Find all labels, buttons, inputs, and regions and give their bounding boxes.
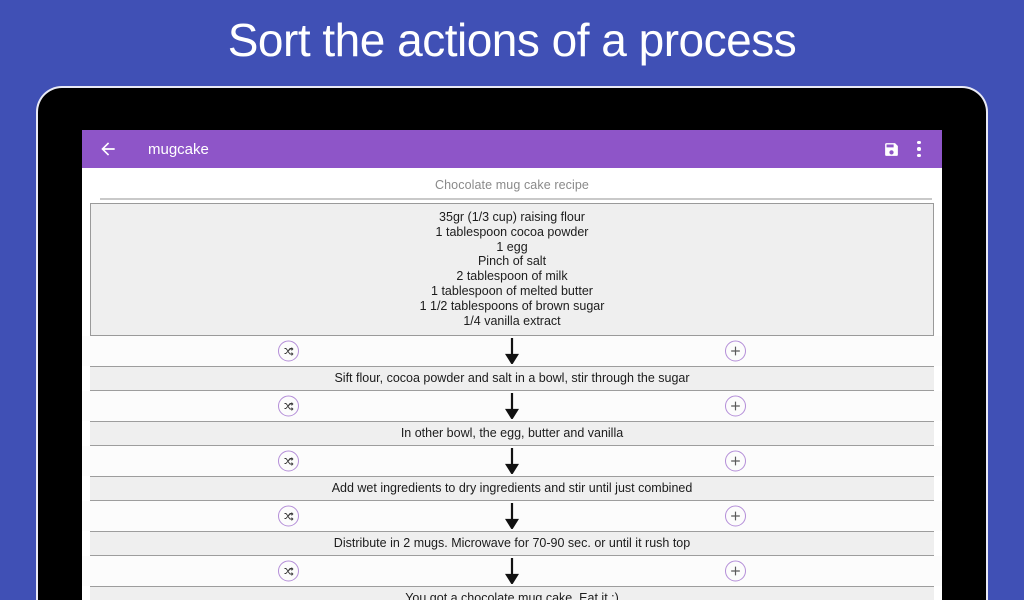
ingredient-line: 1 egg: [496, 239, 528, 254]
arrow-down-icon: [505, 393, 519, 420]
process-document: Chocolate mug cake recipe 35gr (1/3 cup)…: [82, 168, 942, 600]
step-row[interactable]: Distribute in 2 mugs. Microwave for 70-9…: [90, 531, 934, 557]
title-divider: [100, 198, 932, 200]
plus-icon[interactable]: [725, 505, 746, 527]
connector-row: [82, 446, 942, 477]
ingredient-line: 1 tablespoon cocoa powder: [435, 224, 589, 239]
ingredient-line: 1 tablespoon of melted butter: [431, 283, 593, 298]
overflow-dot: [917, 140, 921, 145]
connector-row: [82, 336, 942, 367]
tablet-device-frame: mugcake Chocolate mug cake recipe 35gr (…: [36, 86, 988, 600]
overflow-dot: [917, 153, 921, 158]
ingredient-line: 1/4 vanilla extract: [463, 313, 561, 328]
step-row[interactable]: In other bowl, the egg, butter and vanil…: [90, 421, 934, 447]
shuffle-icon[interactable]: [278, 395, 299, 417]
promo-headline: Sort the actions of a process: [227, 14, 797, 66]
plus-icon[interactable]: [725, 560, 746, 582]
shuffle-icon[interactable]: [278, 560, 299, 582]
shuffle-icon[interactable]: [278, 450, 299, 472]
connector-row: [82, 556, 942, 587]
connector-row: [82, 501, 942, 532]
save-floppy-icon[interactable]: [878, 136, 904, 162]
plus-icon[interactable]: [725, 450, 746, 472]
plus-icon[interactable]: [725, 395, 746, 417]
arrow-down-icon: [505, 503, 519, 530]
recipe-title[interactable]: Chocolate mug cake recipe: [435, 178, 589, 192]
shuffle-icon[interactable]: [278, 340, 299, 362]
step-row[interactable]: Add wet ingredients to dry ingredients a…: [90, 476, 934, 502]
plus-icon[interactable]: [725, 340, 746, 362]
app-bar: mugcake: [82, 130, 942, 168]
app-bar-title: mugcake: [148, 140, 209, 158]
tablet-screen: mugcake Chocolate mug cake recipe 35gr (…: [82, 130, 942, 600]
ingredients-card[interactable]: 35gr (1/3 cup) raising flour 1 tablespoo…: [90, 203, 934, 337]
step-row[interactable]: Sift flour, cocoa powder and salt in a b…: [90, 366, 934, 392]
overflow-menu-icon[interactable]: [908, 136, 930, 162]
arrow-down-icon: [505, 448, 519, 475]
back-arrow-icon[interactable]: [96, 137, 120, 161]
ingredient-line: 2 tablespoon of milk: [456, 269, 568, 284]
overflow-dot: [917, 147, 921, 151]
step-row[interactable]: You got a chocolate mug cake. Eat it :): [90, 586, 934, 600]
ingredient-line: 1 1/2 tablespoons of brown sugar: [419, 298, 605, 313]
ingredient-line: Pinch of salt: [477, 254, 547, 269]
connector-row: [82, 391, 942, 422]
arrow-down-icon: [505, 338, 519, 365]
ingredient-line: 35gr (1/3 cup) raising flour: [439, 210, 585, 224]
arrow-down-icon: [505, 558, 519, 585]
shuffle-icon[interactable]: [278, 505, 299, 527]
